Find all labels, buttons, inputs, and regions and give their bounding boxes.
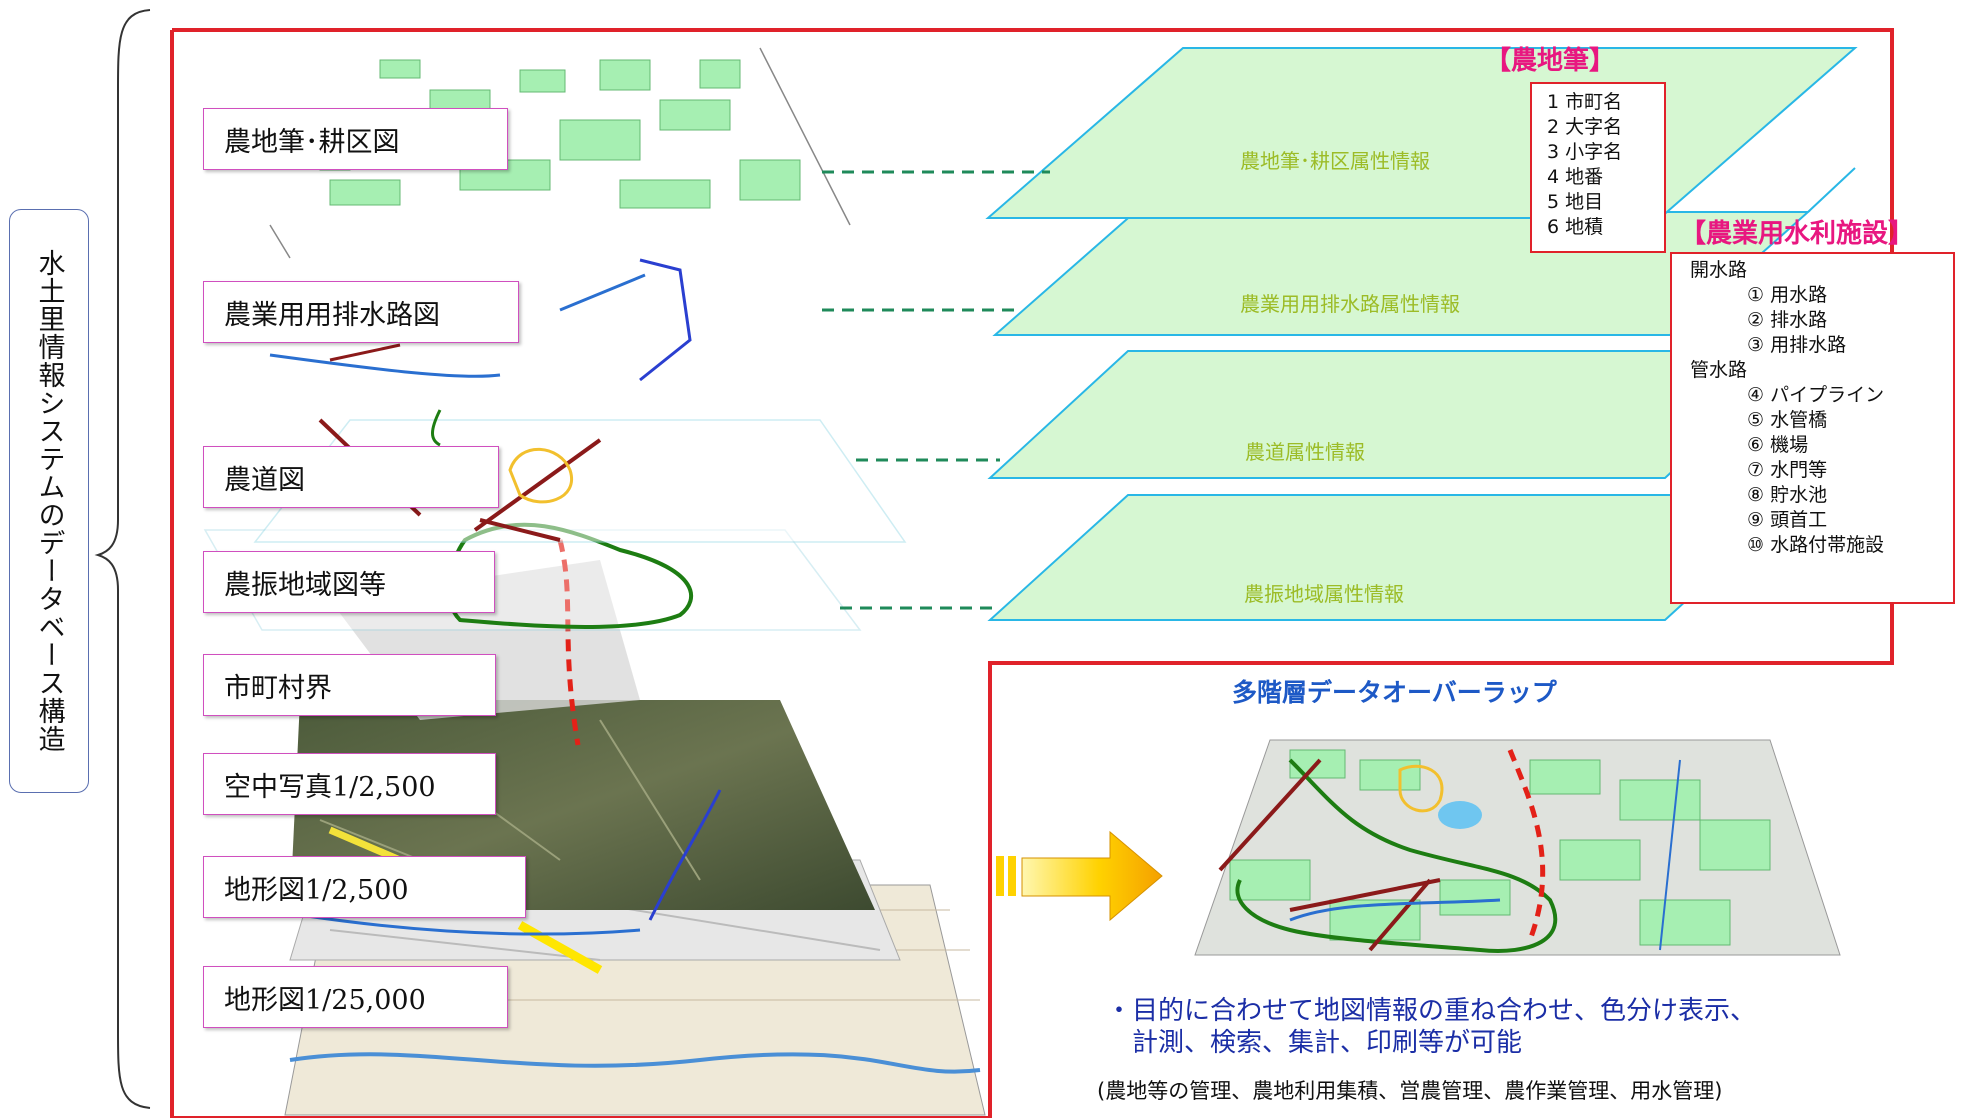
overlap-note: (農地等の管理、農地利用集積、営農管理、農作業管理、用水管理) <box>1097 1079 1723 1103</box>
layer-label-nousin-text: 農振地域図等 <box>224 569 386 601</box>
suiri-category: 開水路 <box>1690 259 1748 281</box>
suiri-item: ⑤ 水管橋 <box>1690 409 1828 431</box>
overlap-bullet-line1: ・目的に合わせて地図情報の重ね合わせ、色分け表示、 <box>1106 996 1757 1026</box>
nouchi-box: 1 市町名 2 大字名 3 小字名 4 地番 5 地目 6 地積 <box>1530 82 1666 253</box>
nouchi-item: 3 小字名 <box>1547 141 1623 163</box>
layer-label-farmland-text: 農地筆･耕区図 <box>224 126 400 158</box>
layer-label-municipal-text: 市町村界 <box>224 672 332 704</box>
nouchi-item: 6 地積 <box>1547 216 1604 238</box>
nouchi-box-title: 【農地筆】 <box>1485 46 1616 76</box>
suiri-item: ⑥ 機場 <box>1690 434 1809 456</box>
suiri-item: ⑨ 頭首工 <box>1690 509 1828 531</box>
layer-label-waterway-text: 農業用用排水路図 <box>224 299 440 331</box>
main-frame <box>170 28 1894 1118</box>
overlap-bullet-line2: 計測、検索、集計、印刷等が可能 <box>1106 1028 1523 1058</box>
layer-label-topo25000: 地形図1/25,000 <box>203 966 508 1028</box>
attr-label-farmland: 農地筆･耕区属性情報 <box>1240 149 1430 173</box>
nouchi-item: 5 地目 <box>1547 191 1604 213</box>
layer-label-aerial: 空中写真1/2,500 <box>203 753 496 815</box>
layer-label-topo25000-text: 地形図1/25,000 <box>224 984 426 1016</box>
nouchi-item: 1 市町名 <box>1547 91 1623 113</box>
layer-label-road: 農道図 <box>203 446 499 508</box>
suiri-box-title: 【農業用水利施設】 <box>1680 219 1915 249</box>
layer-label-farmland: 農地筆･耕区図 <box>203 108 508 170</box>
nouchi-item: 2 大字名 <box>1547 116 1623 138</box>
overlap-arrow <box>996 830 1163 922</box>
suiri-item: ③ 用排水路 <box>1690 334 1847 356</box>
layer-label-nousin: 農振地域図等 <box>203 551 495 613</box>
layer-label-topo2500: 地形図1/2,500 <box>203 856 526 918</box>
suiri-box: 開水路 ① 用水路 ② 排水路 ③ 用排水路 管水路 ④ パイプライン ⑤ 水管… <box>1670 252 1955 604</box>
layer-connectors <box>822 170 1050 610</box>
suiri-category: 管水路 <box>1690 359 1748 381</box>
attr-label-waterway: 農業用用排水路属性情報 <box>1240 292 1460 316</box>
suiri-item: ⑩ 水路付帯施設 <box>1690 534 1885 556</box>
suiri-item: ② 排水路 <box>1690 309 1828 331</box>
overlap-title: 多階層データオーバーラップ <box>1232 678 1557 707</box>
overlap-bullet: ・目的に合わせて地図情報の重ね合わせ、色分け表示、 計測、検索、集計、印刷等が可… <box>1106 995 1756 1059</box>
layer-label-road-text: 農道図 <box>224 464 305 496</box>
overlap-map <box>1194 739 1841 956</box>
layer-label-waterway: 農業用用排水路図 <box>203 281 519 343</box>
system-title: 水土里情報システムのデータベース構造 <box>9 209 89 793</box>
layer-label-topo2500-text: 地形図1/2,500 <box>224 874 409 906</box>
system-title-text: 水土里情報システムのデータベース構造 <box>33 249 65 753</box>
attr-label-road: 農道属性情報 <box>1245 440 1365 464</box>
nouchi-item: 4 地番 <box>1547 166 1604 188</box>
farmland-parcels <box>319 59 801 209</box>
suiri-item: ④ パイプライン <box>1690 384 1885 406</box>
left-brace <box>94 9 151 1109</box>
suiri-item: ① 用水路 <box>1690 284 1828 306</box>
attr-plane-1 <box>985 47 1858 219</box>
layer-label-aerial-text: 空中写真1/2,500 <box>224 771 436 803</box>
suiri-item: ⑧ 貯水池 <box>1690 484 1828 506</box>
layer-label-municipal: 市町村界 <box>203 654 496 716</box>
suiri-item: ⑦ 水門等 <box>1690 459 1828 481</box>
attr-label-nousin: 農振地域属性情報 <box>1244 582 1404 606</box>
